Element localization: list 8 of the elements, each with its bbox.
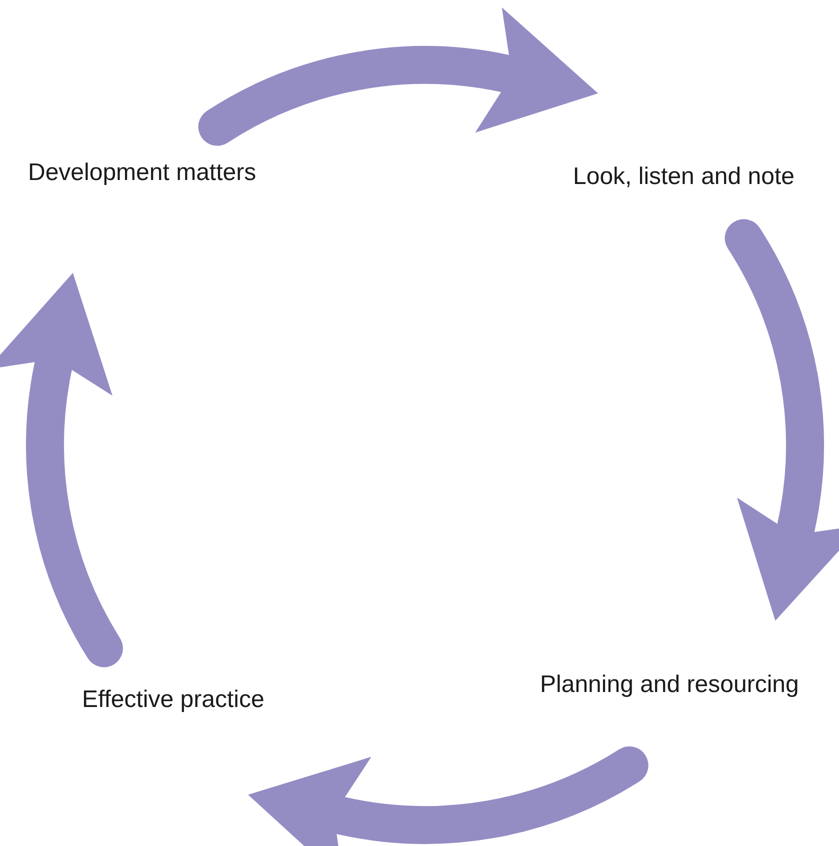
curved-arrow xyxy=(247,746,648,846)
curved-arrow xyxy=(0,272,123,668)
step-label: Look, listen and note xyxy=(573,162,794,192)
curved-arrow xyxy=(724,219,839,622)
step-label: Development matters xyxy=(28,158,256,188)
step-label: Planning and resourcing xyxy=(540,670,799,700)
step-label: Effective practice xyxy=(82,685,264,715)
curved-arrow xyxy=(198,8,600,146)
